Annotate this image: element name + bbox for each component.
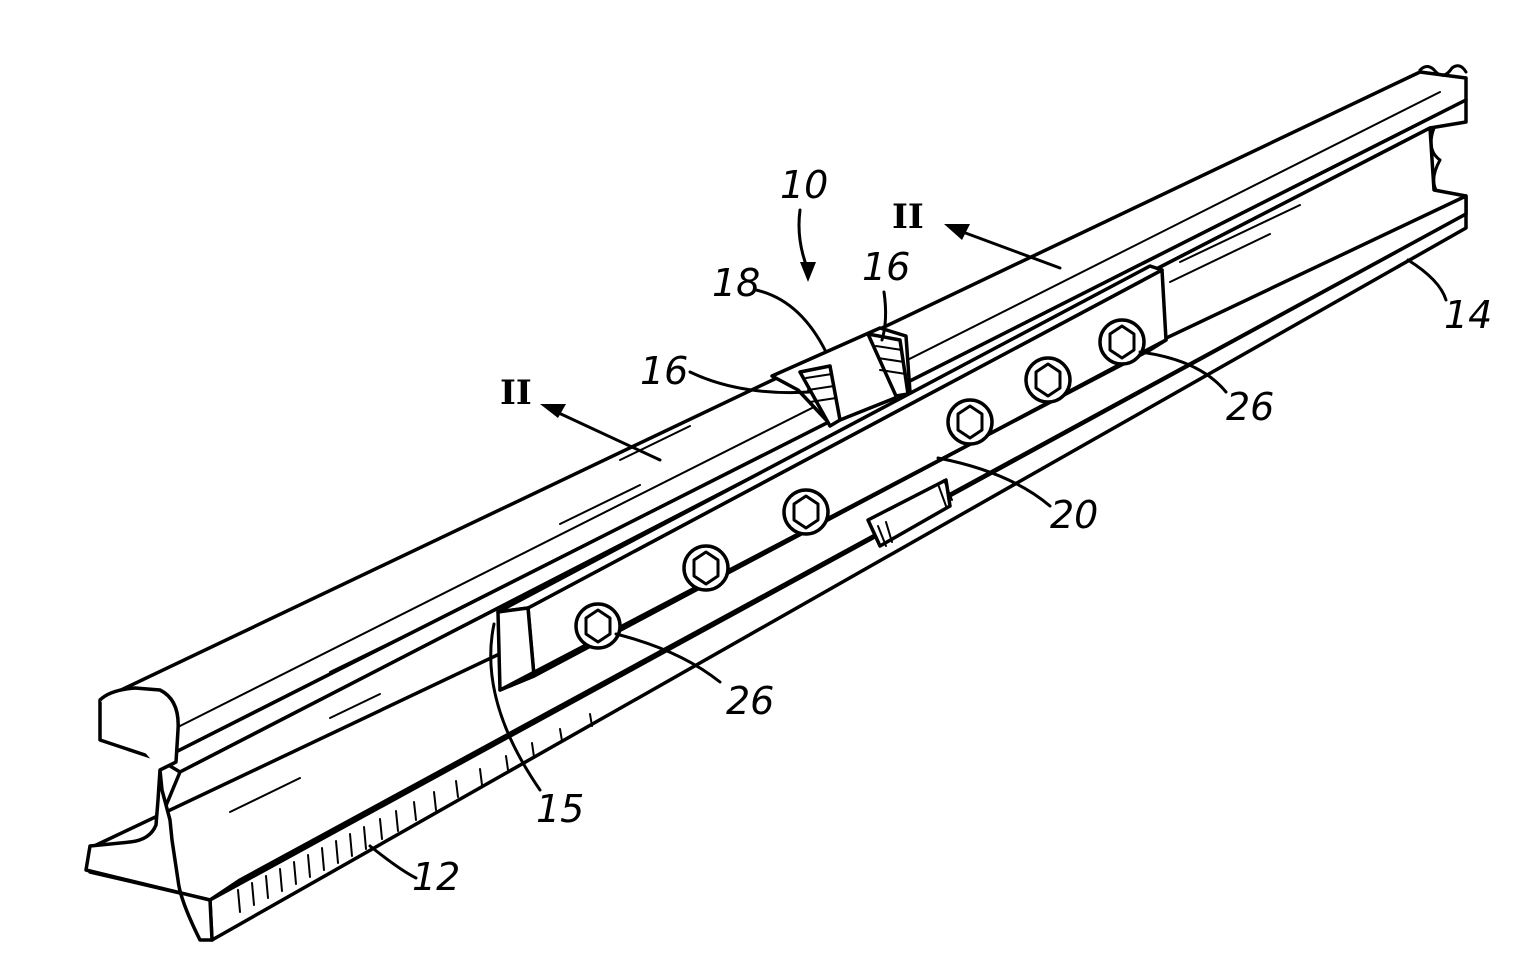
bolt-5 [1026,358,1070,402]
bolt-3 [784,490,828,534]
label-16-left: 16 [640,349,688,393]
label-section-left: II [500,373,532,413]
bolt-2 [684,546,728,590]
label-26-right: 26 [1226,385,1274,429]
bolt-6 [1100,320,1144,364]
bolt-1 [576,604,620,648]
label-16-upper: 16 [862,245,910,289]
label-18: 18 [712,261,760,305]
label-15: 15 [536,787,584,831]
label-section-right: II [892,197,924,237]
label-20: 20 [1050,493,1098,537]
label-26-left: 26 [726,679,774,723]
bolt-4 [948,400,992,444]
label-14: 14 [1444,293,1492,337]
label-10: 10 [780,163,828,207]
label-12: 12 [412,855,460,899]
